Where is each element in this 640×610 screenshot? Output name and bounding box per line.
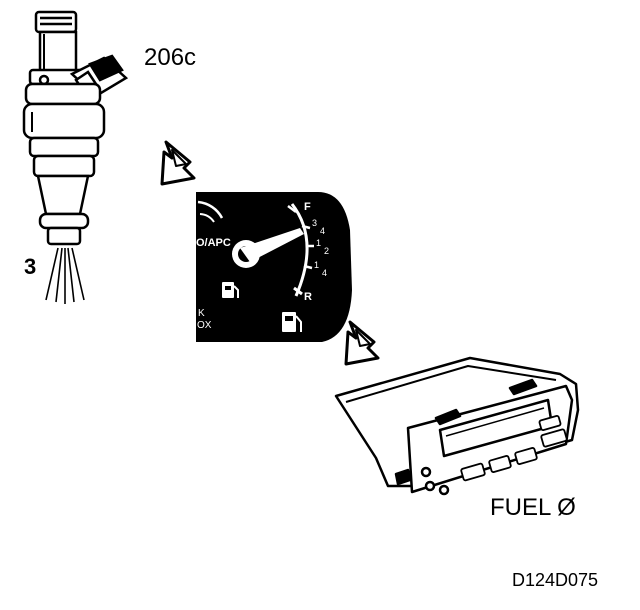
spray-ref-label: 3 (24, 254, 37, 279)
display-text-label: FUEL Ø (490, 494, 576, 521)
injector-ref-label: 206c (144, 44, 197, 71)
gauge-mark-half-den: 2 (324, 246, 329, 256)
gauge-mark-quarter-num: 1 (314, 260, 319, 270)
fuel-pump-icon (282, 312, 302, 332)
fuel-gauge: O/APC K OX F 3 4 1 2 1 4 R (196, 192, 352, 342)
figure-code-label: D124D075 (512, 570, 599, 590)
gauge-mark-three-quarter-den: 4 (320, 226, 325, 236)
gauge-mark-quarter-den: 4 (322, 268, 327, 278)
vent-icon (434, 378, 538, 426)
arrow-down-right-icon (160, 140, 196, 186)
gauge-mark-full: F (304, 201, 311, 213)
gauge-mark-three-quarter-num: 3 (312, 218, 317, 228)
arrow-down-right-icon (344, 320, 380, 366)
button-row (460, 415, 568, 482)
gauge-label-apc: O/APC (196, 237, 231, 249)
fuel-spray (45, 247, 85, 304)
gauge-label-k: K (198, 308, 205, 319)
information-display-unit (334, 356, 580, 496)
gauge-label-ox: OX (197, 320, 212, 331)
gauge-mark-reserve: R (304, 291, 312, 303)
fuel-injector (22, 10, 129, 246)
gauge-mark-half-num: 1 (316, 238, 321, 248)
fuel-pump-icon (222, 282, 239, 298)
